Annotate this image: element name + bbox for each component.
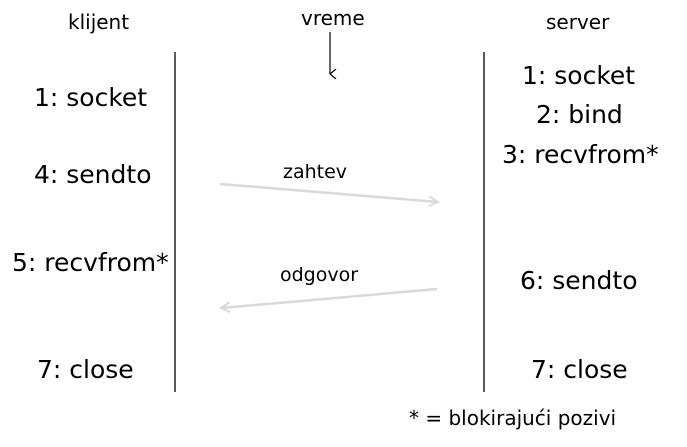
time-label: vreme [301, 6, 365, 30]
response-arrow [221, 287, 438, 308]
server-step-sendto: 6: sendto [520, 266, 638, 295]
client-step-close: 7: close [37, 355, 134, 384]
server-step-bind: 2: bind [536, 100, 623, 129]
client-step-recvfrom: 5: recvfrom* [12, 248, 169, 277]
request-arrow [219, 182, 438, 202]
server-step-recvfrom: 3: recvfrom* [502, 140, 659, 169]
server-step-socket: 1: socket [522, 61, 636, 90]
request-label: zahtev [283, 161, 348, 183]
server-header: server [546, 10, 610, 34]
response-label: odgovor [280, 264, 359, 286]
server-step-close: 7: close [531, 355, 628, 384]
client-header: klijent [68, 10, 130, 34]
client-step-sendto: 4: sendto [34, 160, 152, 189]
client-step-socket: 1: socket [34, 83, 148, 112]
blocking-calls-footnote: * = blokirajući pozivi [409, 406, 617, 430]
